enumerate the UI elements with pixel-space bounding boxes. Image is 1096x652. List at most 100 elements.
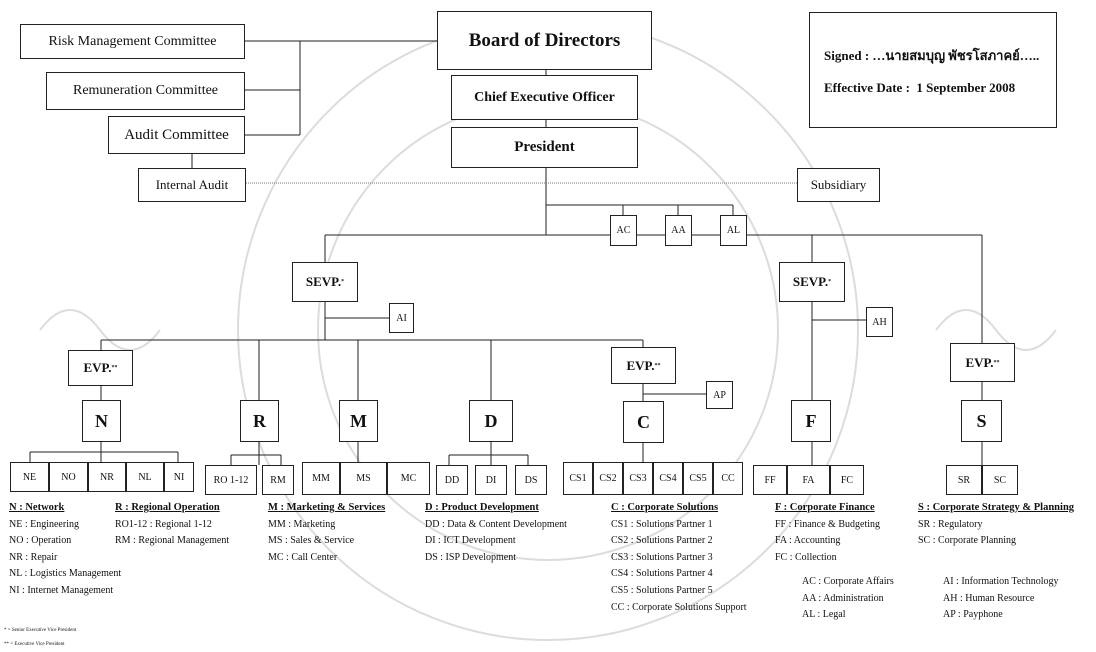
legend-item: CS5 : Solutions Partner 5 xyxy=(611,584,713,596)
internal-audit-box: Internal Audit xyxy=(138,168,246,202)
aa-box: AA xyxy=(665,215,692,246)
division-f-box: F xyxy=(791,400,831,442)
evp-n-box: EVP.** xyxy=(68,350,133,386)
legend-corporate-solutions: C : Corporate Solutions CS1 : Solutions … xyxy=(611,500,747,616)
legend-item: NR : Repair xyxy=(9,551,58,563)
legend-item: CC : Corporate Solutions Support xyxy=(611,601,747,613)
unit-nr: NR xyxy=(88,462,126,492)
legend-heading: M : Marketing & Services xyxy=(268,502,386,513)
al-box: AL xyxy=(720,215,747,246)
legend-item: RM : Regional Management xyxy=(115,535,230,547)
legend-network: N : Network NE : Engineering NO : Operat… xyxy=(9,500,121,600)
ac-box: AC xyxy=(610,215,637,246)
legend-item: AA : Administration xyxy=(802,592,884,604)
president-box: President xyxy=(451,127,638,168)
division-n-box: N xyxy=(82,400,121,442)
unit-ms: MS xyxy=(340,462,387,495)
division-m-box: M xyxy=(339,400,378,442)
unit-cs5: CS5 xyxy=(683,462,713,495)
legend-item: CS2 : Solutions Partner 2 xyxy=(611,535,713,547)
signed-label: Signed : … xyxy=(824,47,886,63)
ai-box: AI xyxy=(389,303,414,333)
legend-item: AH : Human Resource xyxy=(943,592,1035,604)
legend-item: NI : Internet Management xyxy=(9,584,114,596)
legend-staff-col1: AC : Corporate Affairs AA : Administrati… xyxy=(802,574,894,624)
unit-fc: FC xyxy=(830,465,864,495)
legend-item: SC : Corporate Planning xyxy=(918,535,1017,547)
unit-di: DI xyxy=(475,465,507,495)
legend-item: RO1-12 : Regional 1-12 xyxy=(115,518,212,530)
legend-heading: R : Regional Operation xyxy=(115,502,220,513)
unit-ne: NE xyxy=(10,462,49,492)
legend-heading: C : Corporate Solutions xyxy=(611,502,719,513)
unit-fa: FA xyxy=(787,465,830,495)
evp-mark: ** xyxy=(993,359,1000,366)
legend-heading: D : Product Development xyxy=(425,502,539,513)
legend-item: DS : ISP Development xyxy=(425,551,517,563)
unit-mc: MC xyxy=(387,462,430,495)
unit-sc: SC xyxy=(982,465,1018,495)
legend-item: NO : Operation xyxy=(9,535,72,547)
legend-item: AI : Information Technology xyxy=(943,576,1059,587)
evp-label: EVP. xyxy=(965,354,994,370)
unit-cs3: CS3 xyxy=(623,462,653,495)
remuneration-committee-box: Remuneration Committee xyxy=(46,72,245,110)
risk-committee-box: Risk Management Committee xyxy=(20,24,245,59)
legend-item: AC : Corporate Affairs xyxy=(802,576,894,587)
legend-item: CS1 : Solutions Partner 1 xyxy=(611,518,713,530)
division-s-box: S xyxy=(961,400,1002,442)
division-r-box: R xyxy=(240,400,279,442)
sevp-right-box: SEVP.* xyxy=(779,262,845,302)
unit-sr: SR xyxy=(946,465,982,495)
legend-item: MC : Call Center xyxy=(268,551,338,563)
evp-label: EVP. xyxy=(626,357,655,373)
legend-item: DI : ICT Development xyxy=(425,535,516,547)
legend-item: AL : Legal xyxy=(802,609,846,621)
legend-item: MM : Marketing xyxy=(268,518,336,530)
legend-item: AP : Payphone xyxy=(943,609,1003,621)
audit-committee-box: Audit Committee xyxy=(108,116,245,154)
legend-item: NE : Engineering xyxy=(9,518,79,530)
legend-item: FC : Collection xyxy=(775,551,837,563)
unit-cs1: CS1 xyxy=(563,462,593,495)
legend-heading: F : Corporate Finance xyxy=(775,502,875,513)
unit-mm: MM xyxy=(302,462,340,495)
legend-item: DD : Data & Content Development xyxy=(425,518,567,530)
sevp-mark: * xyxy=(341,279,345,285)
unit-ro: RO 1-12 xyxy=(205,465,257,495)
legend-strategy: S : Corporate Strategy & Planning SR : R… xyxy=(918,500,1074,550)
unit-no: NO xyxy=(49,462,88,492)
ah-box: AH xyxy=(866,307,893,337)
footnote-evp: ** = Executive Vice President xyxy=(4,642,65,647)
legend-regional: R : Regional Operation RO1-12 : Regional… xyxy=(115,500,229,550)
division-d-box: D xyxy=(469,400,513,442)
signed-tail: ….. xyxy=(1019,47,1040,63)
legend-item: NL : Logistics Management xyxy=(9,568,122,580)
effective-label: Effective Date : xyxy=(824,79,910,95)
unit-dd: DD xyxy=(436,465,468,495)
effective-date: 1 September 2008 xyxy=(916,79,1016,95)
legend-heading: S : Corporate Strategy & Planning xyxy=(918,502,1075,513)
legend-item: FA : Accounting xyxy=(775,535,841,547)
effective-line: Effective Date : 1 September 2008 xyxy=(824,80,1015,96)
unit-nl: NL xyxy=(126,462,164,492)
legend-finance: F : Corporate Finance FF : Finance & Bud… xyxy=(775,500,880,566)
sevp-mark: * xyxy=(828,279,832,285)
evp-c-box: EVP.** xyxy=(611,347,676,384)
legend-product: D : Product Development DD : Data & Cont… xyxy=(425,500,567,566)
evp-s-box: EVP.** xyxy=(950,343,1015,382)
legend-heading: N : Network xyxy=(9,502,65,513)
unit-rm: RM xyxy=(262,465,294,495)
legend-item: FF : Finance & Budgeting xyxy=(775,518,880,530)
signature-box: Signed : …นายสมบุญ พัชรโสภาคย์….. Effect… xyxy=(809,12,1057,128)
unit-ni: NI xyxy=(164,462,194,492)
evp-mark: ** xyxy=(111,365,118,371)
ceo-box: Chief Executive Officer xyxy=(451,75,638,120)
footnote-sevp: * = Senior Executive Vice President xyxy=(4,628,77,633)
ap-box: AP xyxy=(706,381,733,409)
sevp-left-box: SEVP.* xyxy=(292,262,358,302)
evp-mark: ** xyxy=(654,362,661,369)
legend-item: CS3 : Solutions Partner 3 xyxy=(611,551,713,563)
legend-item: CS4 : Solutions Partner 4 xyxy=(611,568,713,580)
